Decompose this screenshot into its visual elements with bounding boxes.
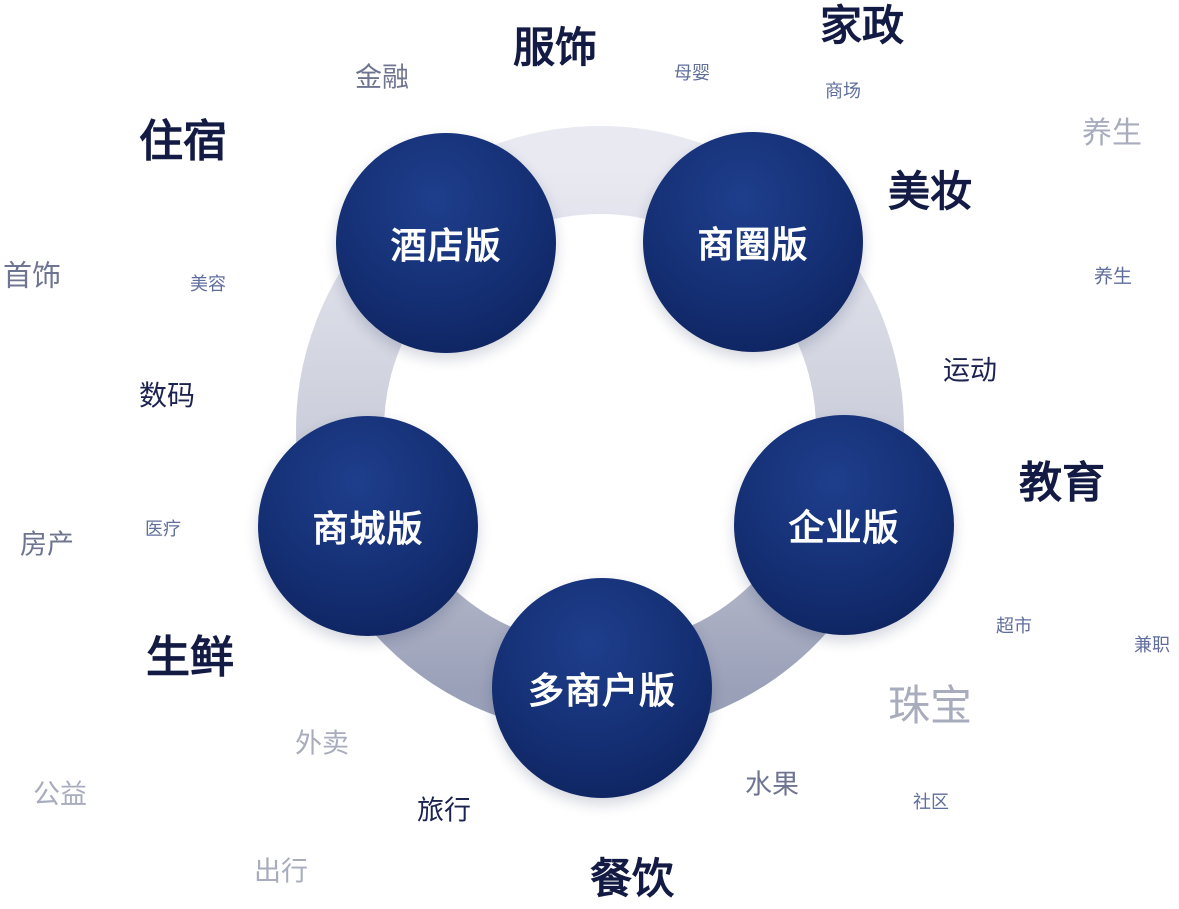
tag-housekeeping: 家政 — [819, 1, 905, 50]
tag-wellness: 养生 — [1093, 265, 1133, 288]
tag-cosmetology: 美容 — [190, 274, 226, 295]
tag-lodging: 住宿 — [139, 116, 227, 167]
node-hotel[interactable]: 酒店版 — [336, 133, 556, 353]
tag-jewelry-accessories: 首饰 — [2, 258, 62, 293]
tag-medical: 医疗 — [145, 519, 181, 540]
node-mall[interactable]: 商城版 — [258, 416, 478, 636]
tag-education: 教育 — [1019, 458, 1105, 509]
tag-part-time: 兼职 — [1134, 635, 1170, 656]
tag-community: 社区 — [913, 792, 949, 813]
tag-fresh-food: 生鲜 — [146, 632, 234, 683]
tag-fruit: 水果 — [745, 769, 799, 801]
tag-catering: 餐饮 — [589, 854, 675, 903]
tag-wellness-top: 养生 — [1082, 116, 1142, 151]
tag-finance: 金融 — [355, 62, 409, 94]
tag-transport: 出行 — [254, 856, 308, 888]
tag-public-welfare: 公益 — [33, 779, 87, 811]
tag-shopping-mall: 商场 — [825, 81, 861, 102]
tag-beauty-makeup: 美妆 — [887, 167, 973, 216]
tag-jewelry: 珠宝 — [887, 681, 973, 730]
tag-real-estate: 房产 — [20, 529, 74, 561]
node-business-district[interactable]: 商圈版 — [643, 132, 863, 352]
tag-maternal-baby: 母婴 — [674, 63, 710, 84]
tag-digital: 数码 — [138, 379, 196, 412]
tag-takeout: 外卖 — [295, 728, 349, 760]
tag-apparel: 服饰 — [512, 23, 598, 72]
node-multi-merchant[interactable]: 多商户版 — [492, 578, 712, 798]
tag-supermarket: 超市 — [996, 616, 1032, 637]
tag-sports: 运动 — [943, 355, 997, 387]
tag-travel: 旅行 — [417, 795, 471, 827]
node-enterprise[interactable]: 企业版 — [734, 415, 954, 635]
